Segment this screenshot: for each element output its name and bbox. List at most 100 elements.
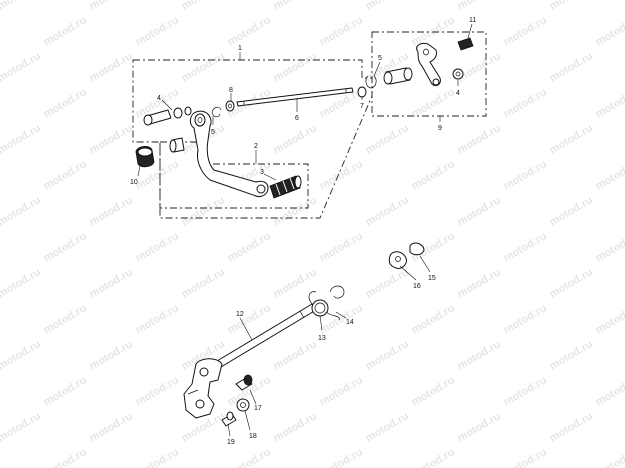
return-spring (308, 291, 341, 321)
watermark-text: motod.ru (364, 338, 411, 372)
shift-shaft (236, 87, 354, 107)
bolt-19 (221, 411, 237, 427)
watermark-text: motod.ru (548, 266, 595, 300)
watermark-text: motod.ru (318, 374, 365, 408)
callout-4b: 4 (456, 90, 460, 97)
watermark-text: motod.ru (272, 0, 319, 13)
callout-14: 14 (346, 319, 354, 326)
watermark-text: motod.ru (0, 266, 43, 300)
watermark-text: motod.ru (88, 266, 135, 300)
nut-4-right (452, 68, 464, 80)
stopper-bolt (235, 374, 253, 391)
watermark-text: motod.ru (594, 374, 625, 408)
shift-plate (183, 358, 223, 419)
watermark-text: motod.ru (42, 302, 89, 336)
watermark-text: motod.ru (134, 302, 181, 336)
watermark-text: motod.ru (594, 158, 625, 192)
watermark-text: motod.ru (456, 410, 503, 444)
callout-5a: 5 (211, 129, 215, 136)
callout-12: 12 (236, 311, 244, 318)
callouts: 1 2 3 4 4 5 5 6 7 8 9 10 11 12 13 14 15 … (130, 17, 476, 446)
watermark-text: motod.ru (0, 410, 43, 444)
circlip-right (365, 75, 377, 89)
watermark-text: motod.ru (180, 266, 227, 300)
washer-7 (357, 86, 367, 98)
pivot-bolt (143, 106, 192, 126)
callout-19: 19 (227, 439, 235, 446)
watermark-text: motod.ru (88, 0, 135, 13)
watermark-text: motod.ru (226, 14, 273, 48)
watermark-text: motod.ru (0, 122, 43, 156)
callout-13: 13 (318, 335, 326, 342)
watermark-text: motod.ru (272, 50, 319, 84)
watermark-text: motod.ru (594, 302, 625, 336)
bolt-11 (457, 37, 474, 51)
watermark-text: motod.ru (410, 446, 457, 468)
watermark-text: motod.ru (364, 266, 411, 300)
callout-9: 9 (438, 125, 442, 132)
watermark-text: motod.ru (42, 230, 89, 264)
watermark-text: motod.ru (0, 0, 43, 13)
leader-lines (137, 23, 473, 437)
watermark-text: motod.ru (410, 158, 457, 192)
watermark-text: motod.ru (502, 446, 549, 468)
watermark-text: motod.ru (456, 0, 503, 13)
watermark-text: motod.ru (88, 122, 135, 156)
watermark-text: motod.ru (364, 410, 411, 444)
watermark-text: motod.ru (0, 194, 43, 228)
watermark-text: motod.ru (456, 266, 503, 300)
watermark-text: motod.ru (88, 338, 135, 372)
callout-1: 1 (238, 45, 242, 52)
callout-4a: 4 (157, 95, 161, 102)
circlip-left (211, 106, 222, 118)
watermark-text: motod.ru (364, 0, 411, 13)
watermark-text: motod.ru (594, 230, 625, 264)
watermark-text: motod.ru (88, 194, 135, 228)
callout-15: 15 (428, 275, 436, 282)
callout-2: 2 (254, 143, 258, 150)
link-sleeve (383, 67, 413, 85)
watermark-text: motod.ru (456, 122, 503, 156)
watermark-text: motod.ru (88, 50, 135, 84)
watermark-text: motod.ru (318, 158, 365, 192)
watermark-text: motod.ru (502, 158, 549, 192)
watermark-text: motod.ru (594, 14, 625, 48)
shift-lever-arm (416, 43, 441, 87)
watermark-text: motod.ru (42, 374, 89, 408)
watermark-text: motod.ru (134, 14, 181, 48)
watermark-text: motod.ru (456, 50, 503, 84)
callout-18: 18 (249, 433, 257, 440)
watermark-text: motod.ru (134, 230, 181, 264)
watermark-text: motod.ru (318, 14, 365, 48)
watermark-text: motod.ru (272, 266, 319, 300)
watermark-text: motod.ru (456, 194, 503, 228)
watermark-text: motod.ru (548, 50, 595, 84)
watermark-text: motod.ru (502, 86, 549, 120)
watermark-text: motod.ru (410, 302, 457, 336)
pivot-cap (135, 146, 155, 168)
watermark-text: motod.ru (272, 338, 319, 372)
watermark-text: motod.ru (180, 0, 227, 13)
washer-8 (225, 100, 235, 112)
watermark-text: motod.ru (364, 122, 411, 156)
watermark-text: motod.ru (180, 194, 227, 228)
watermark-text: motod.ru (272, 410, 319, 444)
washer-15-16 (388, 242, 425, 269)
watermark-text: motod.ru (548, 410, 595, 444)
watermark-text: motod.ru (318, 230, 365, 264)
watermark-text: motod.ru (594, 446, 625, 468)
watermark-text: motod.ru (410, 374, 457, 408)
watermark-text: motod.ru (594, 86, 625, 120)
watermark-text: motod.ru (410, 86, 457, 120)
watermark-text: motod.ru (42, 446, 89, 468)
callout-5b: 5 (378, 55, 382, 62)
pedal-bushing (169, 137, 185, 153)
callout-3: 3 (260, 169, 264, 176)
callout-7: 7 (360, 103, 364, 110)
callout-10: 10 (130, 179, 138, 186)
gear-pedal (189, 110, 269, 197)
watermark-text: motod.ru (548, 194, 595, 228)
watermark-text: motod.ru (88, 410, 135, 444)
watermark-text: motod.ru (502, 230, 549, 264)
